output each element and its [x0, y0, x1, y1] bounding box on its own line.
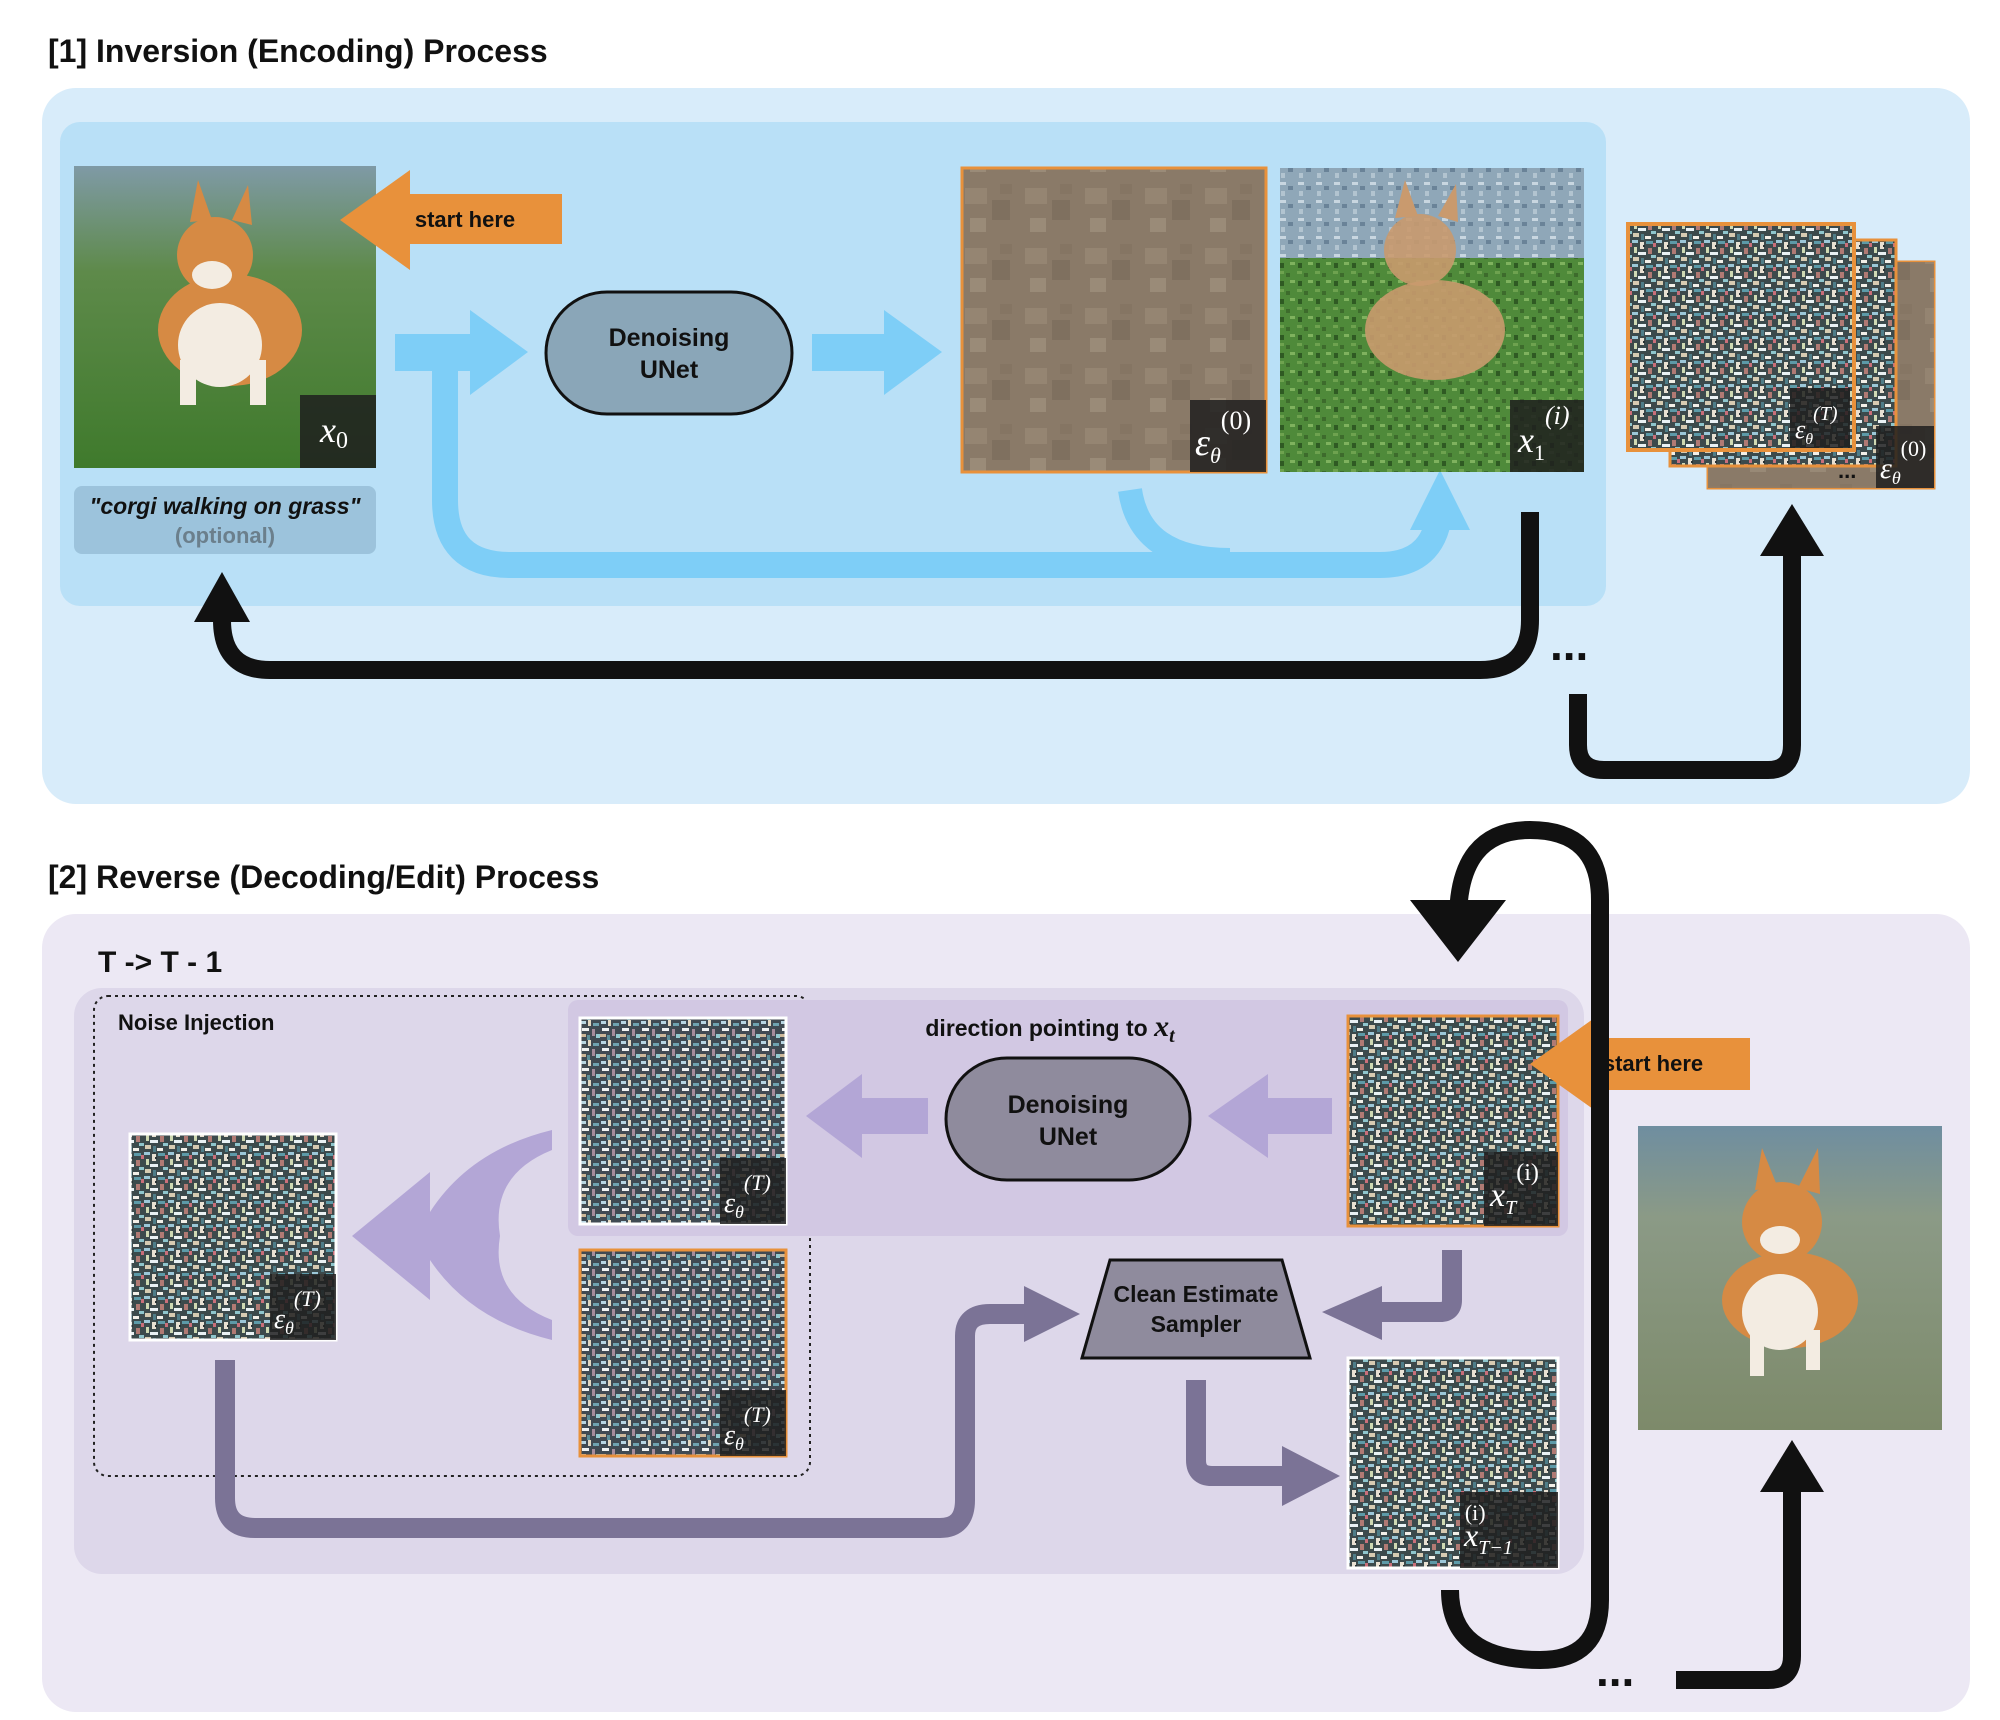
unet1-line2: UNet [640, 356, 699, 384]
start-here-label-2: start here [1603, 1051, 1703, 1076]
panel2-black-top-loop [1441, 820, 1609, 1670]
panel1-blue-up-arrowhead [1410, 470, 1470, 530]
panel1-black-loop [213, 512, 1539, 679]
x1-noisy-corgi: x1(i) [1280, 168, 1584, 472]
sampler-line1: Clean Estimate [1114, 1281, 1279, 1307]
start-here-arrow-1 [340, 170, 562, 270]
arrow-sampler-to-xT1 [1186, 1380, 1288, 1486]
noise-stack: εθ(0) εθ(T) ... [1626, 222, 1936, 490]
eps-T-image-bottom: εθ(T) [578, 1248, 788, 1458]
merge-arrow [352, 1130, 552, 1340]
sampler-line2: Sampler [1151, 1311, 1242, 1337]
unet2-line2: UNet [1039, 1123, 1098, 1151]
arrow-into-unet-1 [395, 310, 528, 395]
panel1-black-up-arrowhead-left [194, 572, 250, 622]
panel1-black-up-arrowhead-right [1760, 504, 1824, 556]
arrow-xT-to-sampler [1376, 1250, 1462, 1322]
panel1-blue-loop2 [1118, 487, 1231, 572]
output-corgi-photo [1638, 1126, 1942, 1430]
xT-image: xT(i) [1346, 1014, 1560, 1228]
step-label: T -> T - 1 [98, 946, 222, 979]
panel2-loop-dots: ... [1596, 1644, 1634, 1696]
panel2-black-bottom-right [1676, 1486, 1801, 1689]
arrow-out-unet-1 [812, 310, 942, 395]
start-here-label-1: start here [415, 207, 515, 232]
eps-T-image-top: εθ(T) [578, 1016, 788, 1226]
arrow-unet2-to-eps [806, 1074, 928, 1158]
panel2-black-up-arrowhead [1760, 1440, 1824, 1492]
noise-injection-box [93, 995, 811, 1477]
eps0-noise-image: εθ(0) [960, 166, 1268, 474]
denoising-unet-2[interactable] [944, 1056, 1192, 1182]
arrowhead-xT-to-sampler [1322, 1286, 1382, 1340]
direction-label: direction pointing to xt [925, 1010, 1176, 1047]
unet2-line1: Denoising [1008, 1091, 1129, 1119]
panel2-black-down-arrowhead [1410, 900, 1506, 962]
arrow-eps-to-sampler [215, 1304, 1030, 1538]
xT-1-image: xT−1(i) [1346, 1356, 1560, 1570]
arrowhead-eps-to-sampler [1024, 1286, 1080, 1342]
arrow-xT-to-unet2 [1208, 1074, 1332, 1158]
stack-dots: ... [1838, 458, 1856, 483]
arrowhead-sampler-to-xT1 [1282, 1446, 1340, 1506]
start-here-arrow-2 [1530, 1014, 1750, 1114]
prompt-optional: (optional) [175, 523, 275, 548]
clean-estimate-sampler[interactable] [1080, 1258, 1312, 1360]
prompt-text: "corgi walking on grass" [89, 493, 361, 519]
eps-T-image-combined: εθ(T) [128, 1132, 338, 1342]
panel1-loop-dots: ... [1550, 618, 1588, 670]
noise-injection-label: Noise Injection [118, 1010, 274, 1035]
panel1-title: [1] Inversion (Encoding) Process [48, 33, 548, 69]
unet1-line1: Denoising [609, 324, 730, 352]
panel1-black-loop-right [1569, 548, 1801, 779]
prompt-box [74, 486, 376, 554]
panel2-title: [2] Reverse (Decoding/Edit) Process [48, 859, 599, 895]
input-corgi-photo: x0 [74, 166, 376, 468]
denoising-unet-1[interactable] [544, 290, 794, 416]
